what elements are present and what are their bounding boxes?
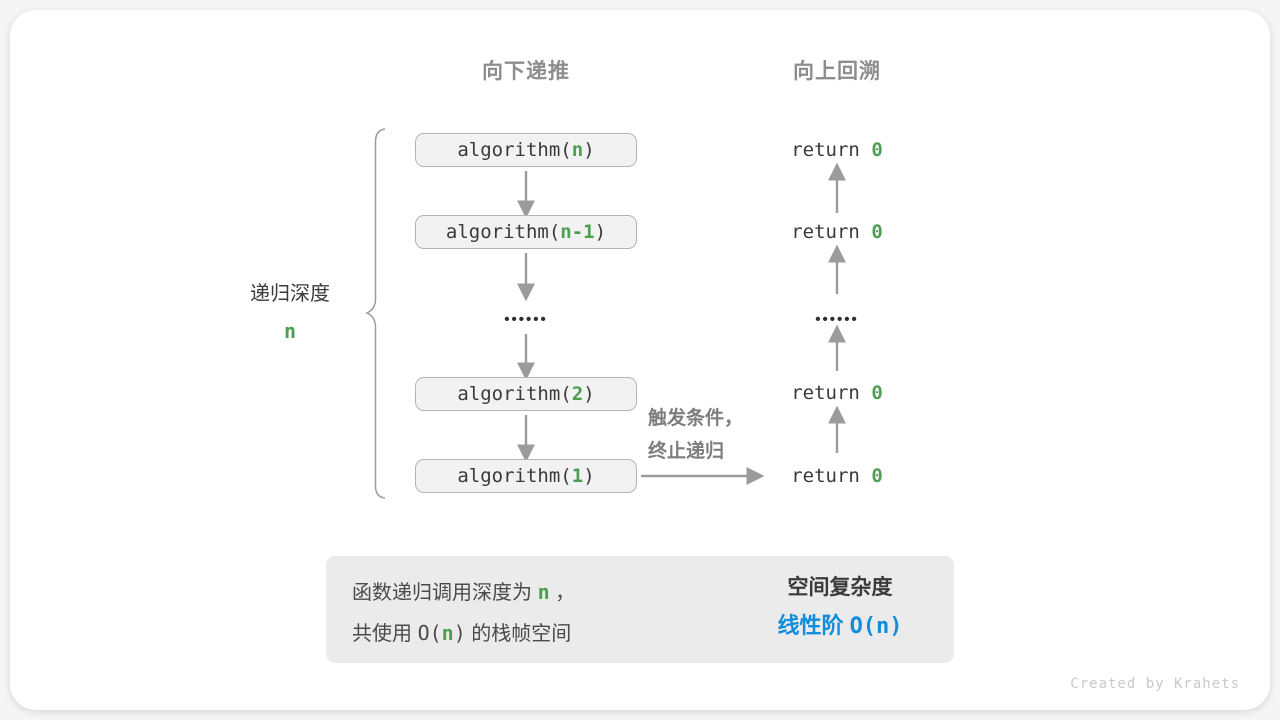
return-row-4: return 0 [727,464,947,488]
base-case-note: 触发条件， 终止递归 [648,402,768,468]
return-row-1: return 0 [727,138,947,162]
header-downward-recursion: 向下递推 [482,60,570,83]
summary-code: ) [453,621,466,645]
space-complexity-title: 空间复杂度 [787,576,893,599]
call-text: algorithm( [457,383,572,405]
summary-text: 函数递归调用深度为 [352,582,538,604]
base-case-note-line1: 触发条件， [648,408,744,429]
call-text: ) [583,383,595,405]
call-arg: 1 [571,465,584,487]
recursion-depth-value: n [230,319,350,343]
depth-n-text: n [283,319,297,343]
return-value: 0 [871,221,883,243]
return-text: return [791,465,872,487]
return-row-3: return 0 [727,381,947,405]
return-text: return [791,221,872,243]
summary-panel [326,556,954,663]
call-box-n: algorithm(n) [415,133,637,167]
summary-text: 的栈帧空间 [465,623,572,645]
call-text: ) [594,221,607,243]
call-box-2: algorithm(2) [415,377,637,411]
ellipsis-right: •••••• [815,311,859,328]
base-case-note-line2: 终止递归 [648,441,725,462]
summary-description: 函数递归调用深度为 n ， 共使用 O(n) 的栈帧空间 [352,572,672,654]
summary-text: ， [549,582,576,604]
header-upward-backtracking: 向上回溯 [793,60,881,83]
return-value: 0 [871,382,883,404]
call-text: algorithm( [457,139,572,161]
call-box-1: algorithm(1) [415,459,637,493]
summary-line1: 函数递归调用深度为 n ， [352,572,672,613]
space-complexity-result: 线性阶 O(n) [715,611,965,642]
summary-text: 共使用 [352,623,418,645]
call-text: ) [583,139,595,161]
return-value: 0 [871,465,883,487]
call-arg: 2 [571,383,584,405]
summary-var: n [441,621,454,645]
summary-line2: 共使用 O(n) 的栈帧空间 [352,613,672,654]
call-box-n-1: algorithm(n-1) [415,215,637,249]
call-arg: n-1 [560,221,595,243]
call-arg: n [571,139,584,161]
ellipsis-left: •••••• [504,311,548,328]
summary-code: O( [417,621,442,645]
call-text: ) [583,465,595,487]
return-row-2: return 0 [727,220,947,244]
watermark: Created by Krahets [1070,676,1240,692]
return-value: 0 [871,139,883,161]
recursion-depth-label: 递归深度 [250,283,330,305]
call-text: algorithm( [457,465,572,487]
call-text: algorithm( [445,221,561,243]
complexity-order-label: 线性阶 [777,613,850,638]
complexity-big-o: O(n) [849,614,903,639]
return-text: return [791,382,872,404]
return-text: return [791,139,872,161]
summary-var: n [537,580,550,604]
